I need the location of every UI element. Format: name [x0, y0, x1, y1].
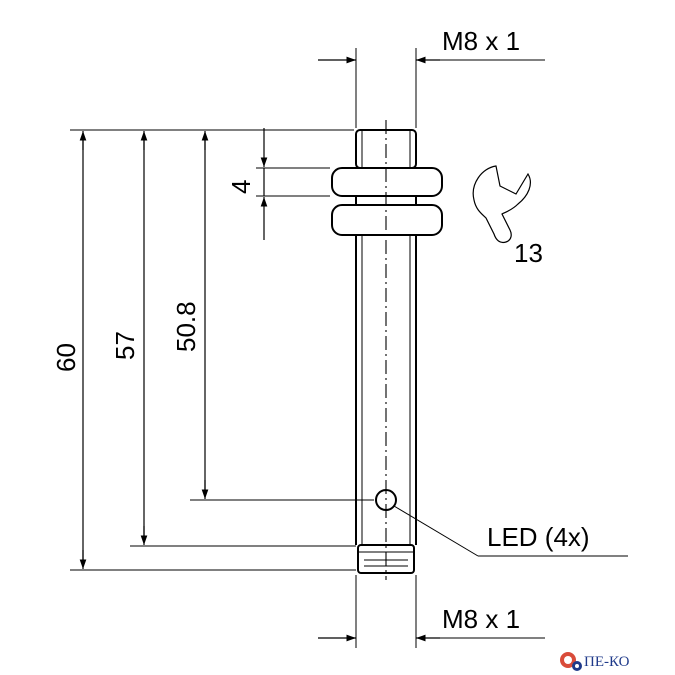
dim-4-label: 4: [226, 180, 256, 194]
sensor-body: [331, 120, 443, 580]
wrench-icon: 13: [472, 165, 543, 268]
watermark-text: ПЕ-КО: [584, 654, 630, 670]
thread-top-dimension: M8 x 1: [318, 26, 545, 128]
dim-57-label: 57: [110, 331, 140, 360]
dimension-60: 60: [51, 129, 356, 571]
dimension-4: 4: [226, 128, 330, 240]
lower-nut: [331, 204, 443, 236]
wrench-size-label: 13: [514, 238, 543, 268]
dim-60-label: 60: [51, 343, 81, 372]
thread-bottom-label: M8 x 1: [442, 604, 520, 634]
led-label: LED (4x): [487, 522, 590, 552]
led-callout: LED (4x): [393, 505, 628, 557]
dim-50-8-label: 50.8: [171, 301, 201, 352]
thread-bottom-dimension: M8 x 1: [318, 575, 545, 648]
dimension-57: 57: [110, 131, 356, 547]
thread-top-label: M8 x 1: [442, 26, 520, 56]
gear-logo-icon: [560, 652, 582, 671]
dimension-50-8: 50.8: [171, 131, 374, 501]
watermark: ПЕ-КО: [560, 652, 630, 671]
connector: [357, 544, 415, 574]
upper-nut: [331, 167, 443, 197]
